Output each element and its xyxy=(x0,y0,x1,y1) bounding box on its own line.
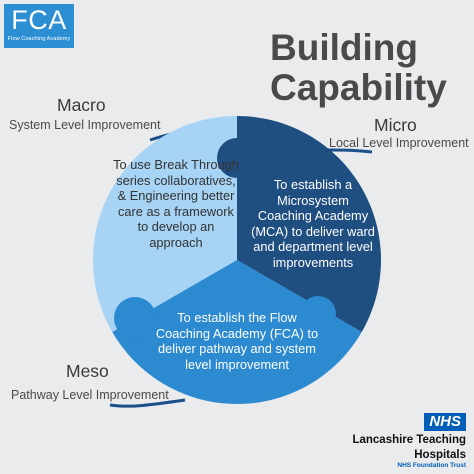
macro-description: System Level Improvement xyxy=(9,118,161,132)
fca-logo: FCA Flow Coaching Academy xyxy=(4,4,74,48)
meso-segment xyxy=(112,260,362,404)
nhs-org-line-2: Hospitals xyxy=(414,449,466,461)
logo-text: FCA xyxy=(11,5,67,35)
meso-segment-text: To establish the Flow Coaching Academy (… xyxy=(155,310,319,372)
nhs-badge: NHS xyxy=(424,413,466,431)
meso-connector xyxy=(109,398,186,408)
logo-subtext: Flow Coaching Academy xyxy=(7,36,71,42)
macro-label: Macro xyxy=(57,95,106,115)
page-title: Building Capability xyxy=(270,28,470,108)
title-line-2: Capability xyxy=(270,67,447,108)
micro-label: Micro xyxy=(374,115,417,135)
meso-puzzle-knob xyxy=(114,297,156,339)
micro-puzzle-knob xyxy=(217,138,257,178)
micro-segment-text: To establish a Microsystem Coaching Acad… xyxy=(251,177,375,270)
meso-description: Pathway Level Improvement xyxy=(11,388,169,402)
micro-segment xyxy=(237,116,381,332)
title-line-1: Building xyxy=(270,27,418,68)
nhs-org-line-1: Lancashire Teaching xyxy=(352,434,466,446)
meso-label: Meso xyxy=(66,361,109,381)
meso-puzzle-knob-right xyxy=(300,296,336,332)
nhs-trust: NHS Foundation Trust xyxy=(397,462,466,469)
micro-description: Local Level Improvement xyxy=(329,136,469,150)
macro-segment-text: To use Break Through series collaborativ… xyxy=(113,157,239,250)
macro-segment xyxy=(93,116,238,332)
nhs-logo: NHS Lancashire Teaching Hospitals NHS Fo… xyxy=(352,413,466,470)
